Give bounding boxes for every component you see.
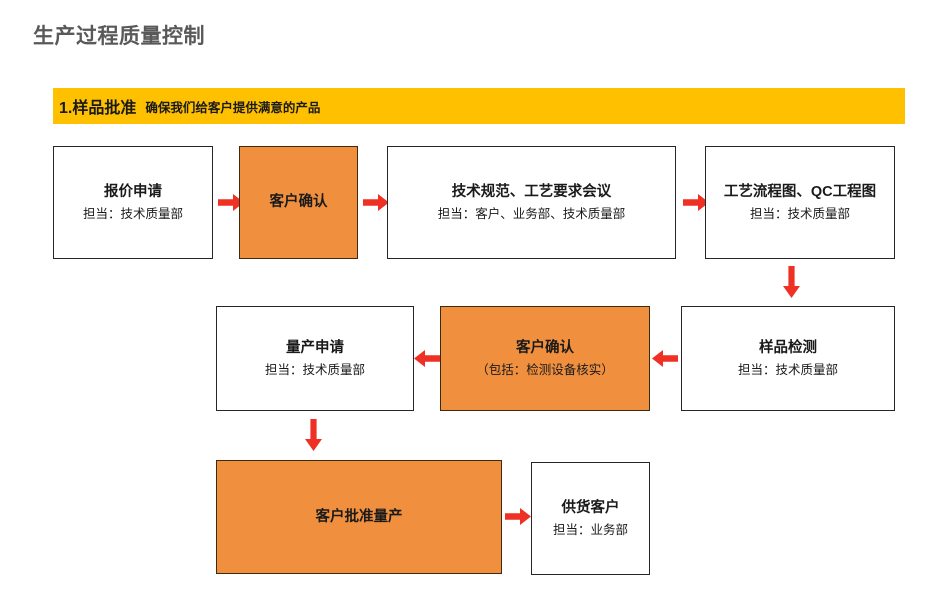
arrow-left-icon: [652, 350, 678, 367]
arrow-right-icon: [683, 194, 709, 211]
flow-box-title: 供货客户: [561, 499, 620, 516]
flow-box-owner: 担当：技术质量部: [749, 206, 850, 221]
flow-box-title: 工艺流程图、QC工程图: [723, 183, 877, 200]
flow-box-title: 样品检测: [759, 339, 817, 356]
flow-box-title: 报价申请: [104, 183, 162, 200]
flow-box-customer-confirm-1[interactable]: 客户确认: [239, 146, 358, 259]
flow-box-title: 客户批准量产: [315, 508, 403, 525]
page-title: 生产过程质量控制: [33, 25, 205, 48]
arrow-down-icon: [783, 266, 800, 298]
flow-box-customer-confirm-2[interactable]: 客户确认 （包括：检测设备核实）: [440, 306, 650, 411]
arrow-left-icon: [414, 350, 440, 367]
flow-box-note: （包括：检测设备核实）: [476, 362, 614, 377]
section-banner: 1.样品批准 确保我们给客户提供满意的产品: [53, 88, 905, 124]
flow-box-supply-customer[interactable]: 供货客户 担当：业务部: [531, 462, 650, 575]
flow-box-sample-inspection[interactable]: 样品检测 担当：技术质量部: [681, 306, 895, 411]
arrow-right-icon: [505, 508, 531, 525]
flow-box-title: 客户确认: [269, 194, 328, 211]
flow-box-owner: 担当：业务部: [552, 522, 628, 537]
flow-box-title: 量产申请: [286, 339, 344, 356]
section-banner-number: 1.样品批准: [59, 100, 137, 117]
flow-box-owner: 担当：客户、业务部、技术质量部: [437, 206, 626, 221]
arrow-down-icon: [305, 419, 322, 451]
flow-box-owner: 担当：技术质量部: [264, 362, 365, 377]
flow-box-quotation-request[interactable]: 报价申请 担当：技术质量部: [53, 146, 213, 259]
flow-box-process-flow-qc-chart[interactable]: 工艺流程图、QC工程图 担当：技术质量部: [705, 146, 895, 259]
arrow-right-icon: [363, 194, 389, 211]
flow-box-title: 客户确认: [516, 339, 574, 356]
section-banner-subtitle: 确保我们给客户提供满意的产品: [145, 100, 321, 115]
flow-box-spec-meeting[interactable]: 技术规范、工艺要求会议 担当：客户、业务部、技术质量部: [387, 146, 676, 259]
arrow-right-icon: [218, 194, 244, 211]
flow-box-mass-production-request[interactable]: 量产申请 担当：技术质量部: [216, 306, 414, 411]
flow-box-title: 技术规范、工艺要求会议: [451, 183, 612, 200]
flow-box-owner: 担当：技术质量部: [82, 206, 183, 221]
flow-box-customer-approve-mass-production[interactable]: 客户批准量产: [216, 460, 502, 574]
flow-box-owner: 担当：技术质量部: [737, 362, 838, 377]
